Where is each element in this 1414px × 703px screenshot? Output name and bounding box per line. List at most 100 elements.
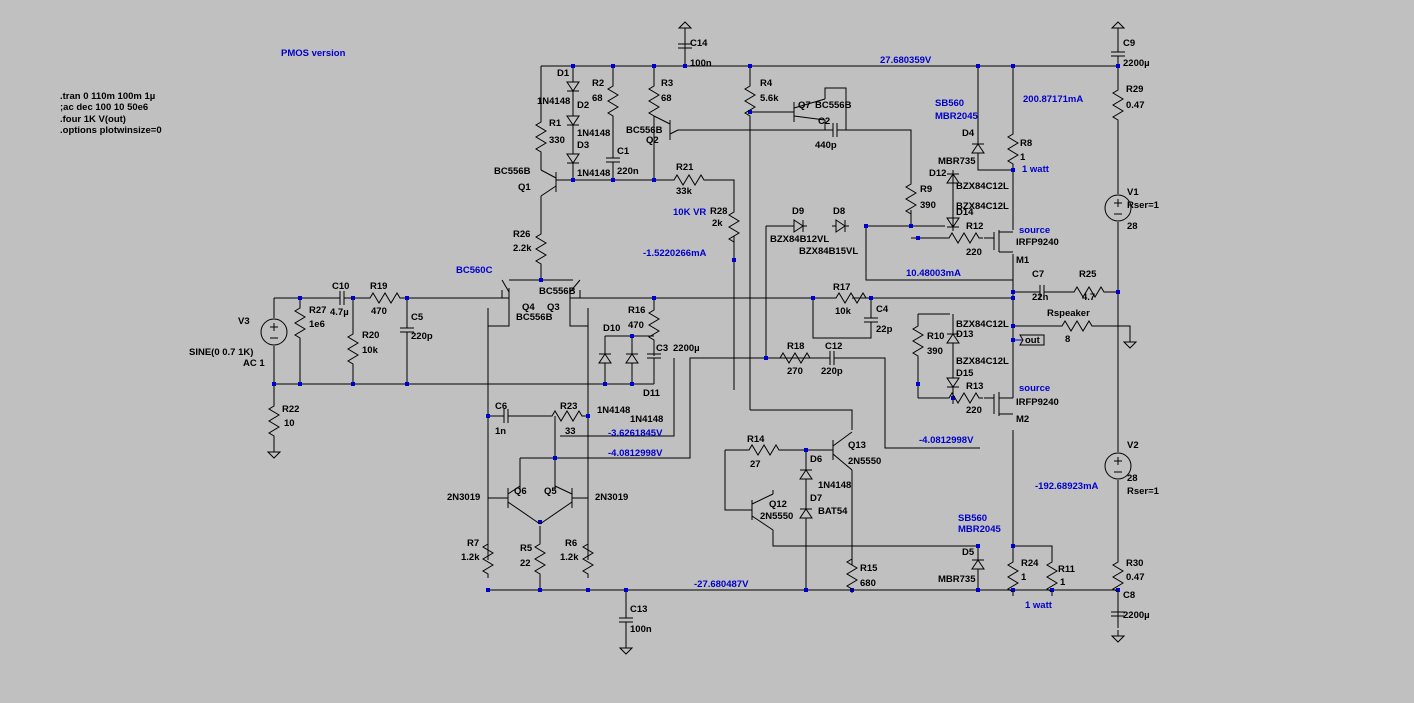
directive-line: ;ac dec 100 10 50e6: [60, 102, 148, 113]
d4-symbol: [971, 139, 985, 158]
v1-rser: Rser=1: [1127, 200, 1160, 211]
r11-label: R11: [1058, 564, 1076, 575]
c9-label: C9: [1123, 38, 1135, 49]
r10-symbol: [912, 321, 924, 361]
c3-value: 2200µ: [673, 343, 700, 354]
q7-label: Q7: [798, 100, 811, 111]
r4-label: R4: [760, 78, 773, 89]
d1-symbol: [566, 77, 580, 96]
r19-symbol: [365, 292, 405, 304]
r10-label: R10: [927, 331, 944, 342]
r25-value: 4.7: [1082, 292, 1095, 303]
r20-label: R20: [362, 330, 379, 341]
d2-symbol: [566, 111, 580, 130]
r5-label: R5: [520, 543, 533, 554]
c6-label: C6: [495, 401, 507, 412]
out-label: out: [1025, 335, 1041, 346]
q13-value: 2N5550: [848, 456, 881, 467]
current-annotation: -1.5220266mA: [643, 248, 707, 259]
c12-label: C12: [825, 341, 842, 352]
r18-label: R18: [787, 341, 804, 352]
r19-label: R19: [370, 281, 387, 292]
d9-value: BZX84B12VL: [770, 234, 829, 245]
r6-value: 1.2k: [560, 552, 579, 563]
gnd-r22-icon: [267, 445, 281, 459]
r4-value: 5.6k: [760, 93, 779, 104]
d5-symbol: [971, 555, 985, 574]
r21-value: 33k: [676, 186, 693, 197]
r11-value: 1: [1060, 577, 1066, 588]
gnd-c13-icon: [619, 641, 633, 655]
q5-symbol: [539, 485, 588, 525]
d6-symbol: [799, 465, 813, 484]
r9-label: R9: [920, 184, 932, 195]
d11-label: D11: [643, 388, 661, 399]
vr-label: 10K VR: [673, 207, 706, 218]
r7-value: 1.2k: [461, 552, 480, 563]
c10-label: C10: [332, 281, 349, 292]
d12-value: BZX84C12L: [956, 181, 1009, 192]
r8-label: R8: [1020, 138, 1032, 149]
r25-label: R25: [1079, 269, 1097, 280]
r24-power-label: 1 watt: [1025, 600, 1053, 611]
d5-value: MBR735: [938, 574, 976, 585]
c8-value: 2200µ: [1123, 610, 1150, 621]
d6-label: D6: [810, 454, 822, 465]
d5-label: D5: [962, 547, 975, 558]
r17-value: 10k: [835, 306, 852, 317]
d11-symbol: [625, 349, 639, 368]
r29-symbol: [1112, 85, 1124, 125]
gnd-c8-icon: [1111, 629, 1125, 643]
r2-symbol: [607, 81, 619, 121]
r1-value: 330: [549, 135, 565, 146]
gnd-c9-icon: [1111, 21, 1125, 35]
r15-label: R15: [860, 563, 878, 574]
q4-value: BC556B: [516, 312, 553, 323]
r26-label: R26: [513, 229, 530, 240]
q13-symbol: [832, 431, 853, 471]
r20-symbol: [347, 329, 359, 369]
q2-value: BC556B: [626, 125, 663, 136]
q5-value: 2N3019: [595, 492, 628, 503]
d7-symbol: [799, 504, 813, 523]
r3-symbol: [648, 81, 660, 121]
voltage-annotation: -27.680487V: [694, 579, 749, 590]
rspeaker-label: Rspeaker: [1047, 308, 1090, 319]
d9-symbol: [789, 219, 808, 233]
q6-value: 2N3019: [447, 492, 480, 503]
d1-label: D1: [557, 68, 570, 79]
d1-value: 1N4148: [537, 96, 570, 107]
r23-value: 33: [565, 426, 576, 437]
d13-label: D13: [956, 329, 973, 340]
m1-source-label: source: [1019, 225, 1050, 236]
r24-label: R24: [1021, 558, 1039, 569]
r13-label: R13: [966, 381, 983, 392]
d5-sb-label: SB560: [958, 513, 987, 524]
d13-value: BZX84C12L: [956, 319, 1009, 330]
r8-power-label: 1 watt: [1022, 164, 1050, 175]
r14-symbol: [744, 444, 784, 456]
q3-value: BC556B: [539, 286, 576, 297]
c1-value: 220n: [617, 166, 639, 177]
q4-type-label: BC560C: [456, 265, 493, 276]
r13-symbol: [944, 392, 984, 404]
c5-value: 220p: [411, 331, 433, 342]
r22-label: R22: [282, 404, 299, 415]
m1-value: IRFP9240: [1016, 237, 1059, 248]
c4-label: C4: [876, 304, 889, 315]
r1-label: R1: [549, 118, 562, 129]
r16-value: 470: [628, 320, 644, 331]
r4-symbol: [744, 81, 756, 121]
d9-label: D9: [792, 206, 804, 217]
d8-symbol: [831, 219, 850, 233]
c7-value: 22n: [1032, 292, 1049, 303]
r19-value: 470: [371, 306, 387, 317]
q2-label: Q2: [646, 135, 659, 146]
d10-symbol: [598, 349, 612, 368]
q4-symbol: [490, 279, 510, 316]
d3-label: D3: [577, 140, 589, 151]
r5-value: 22: [520, 558, 531, 569]
c1-label: C1: [617, 146, 630, 157]
v3-value: SINE(0 0.7 1K): [189, 347, 253, 358]
